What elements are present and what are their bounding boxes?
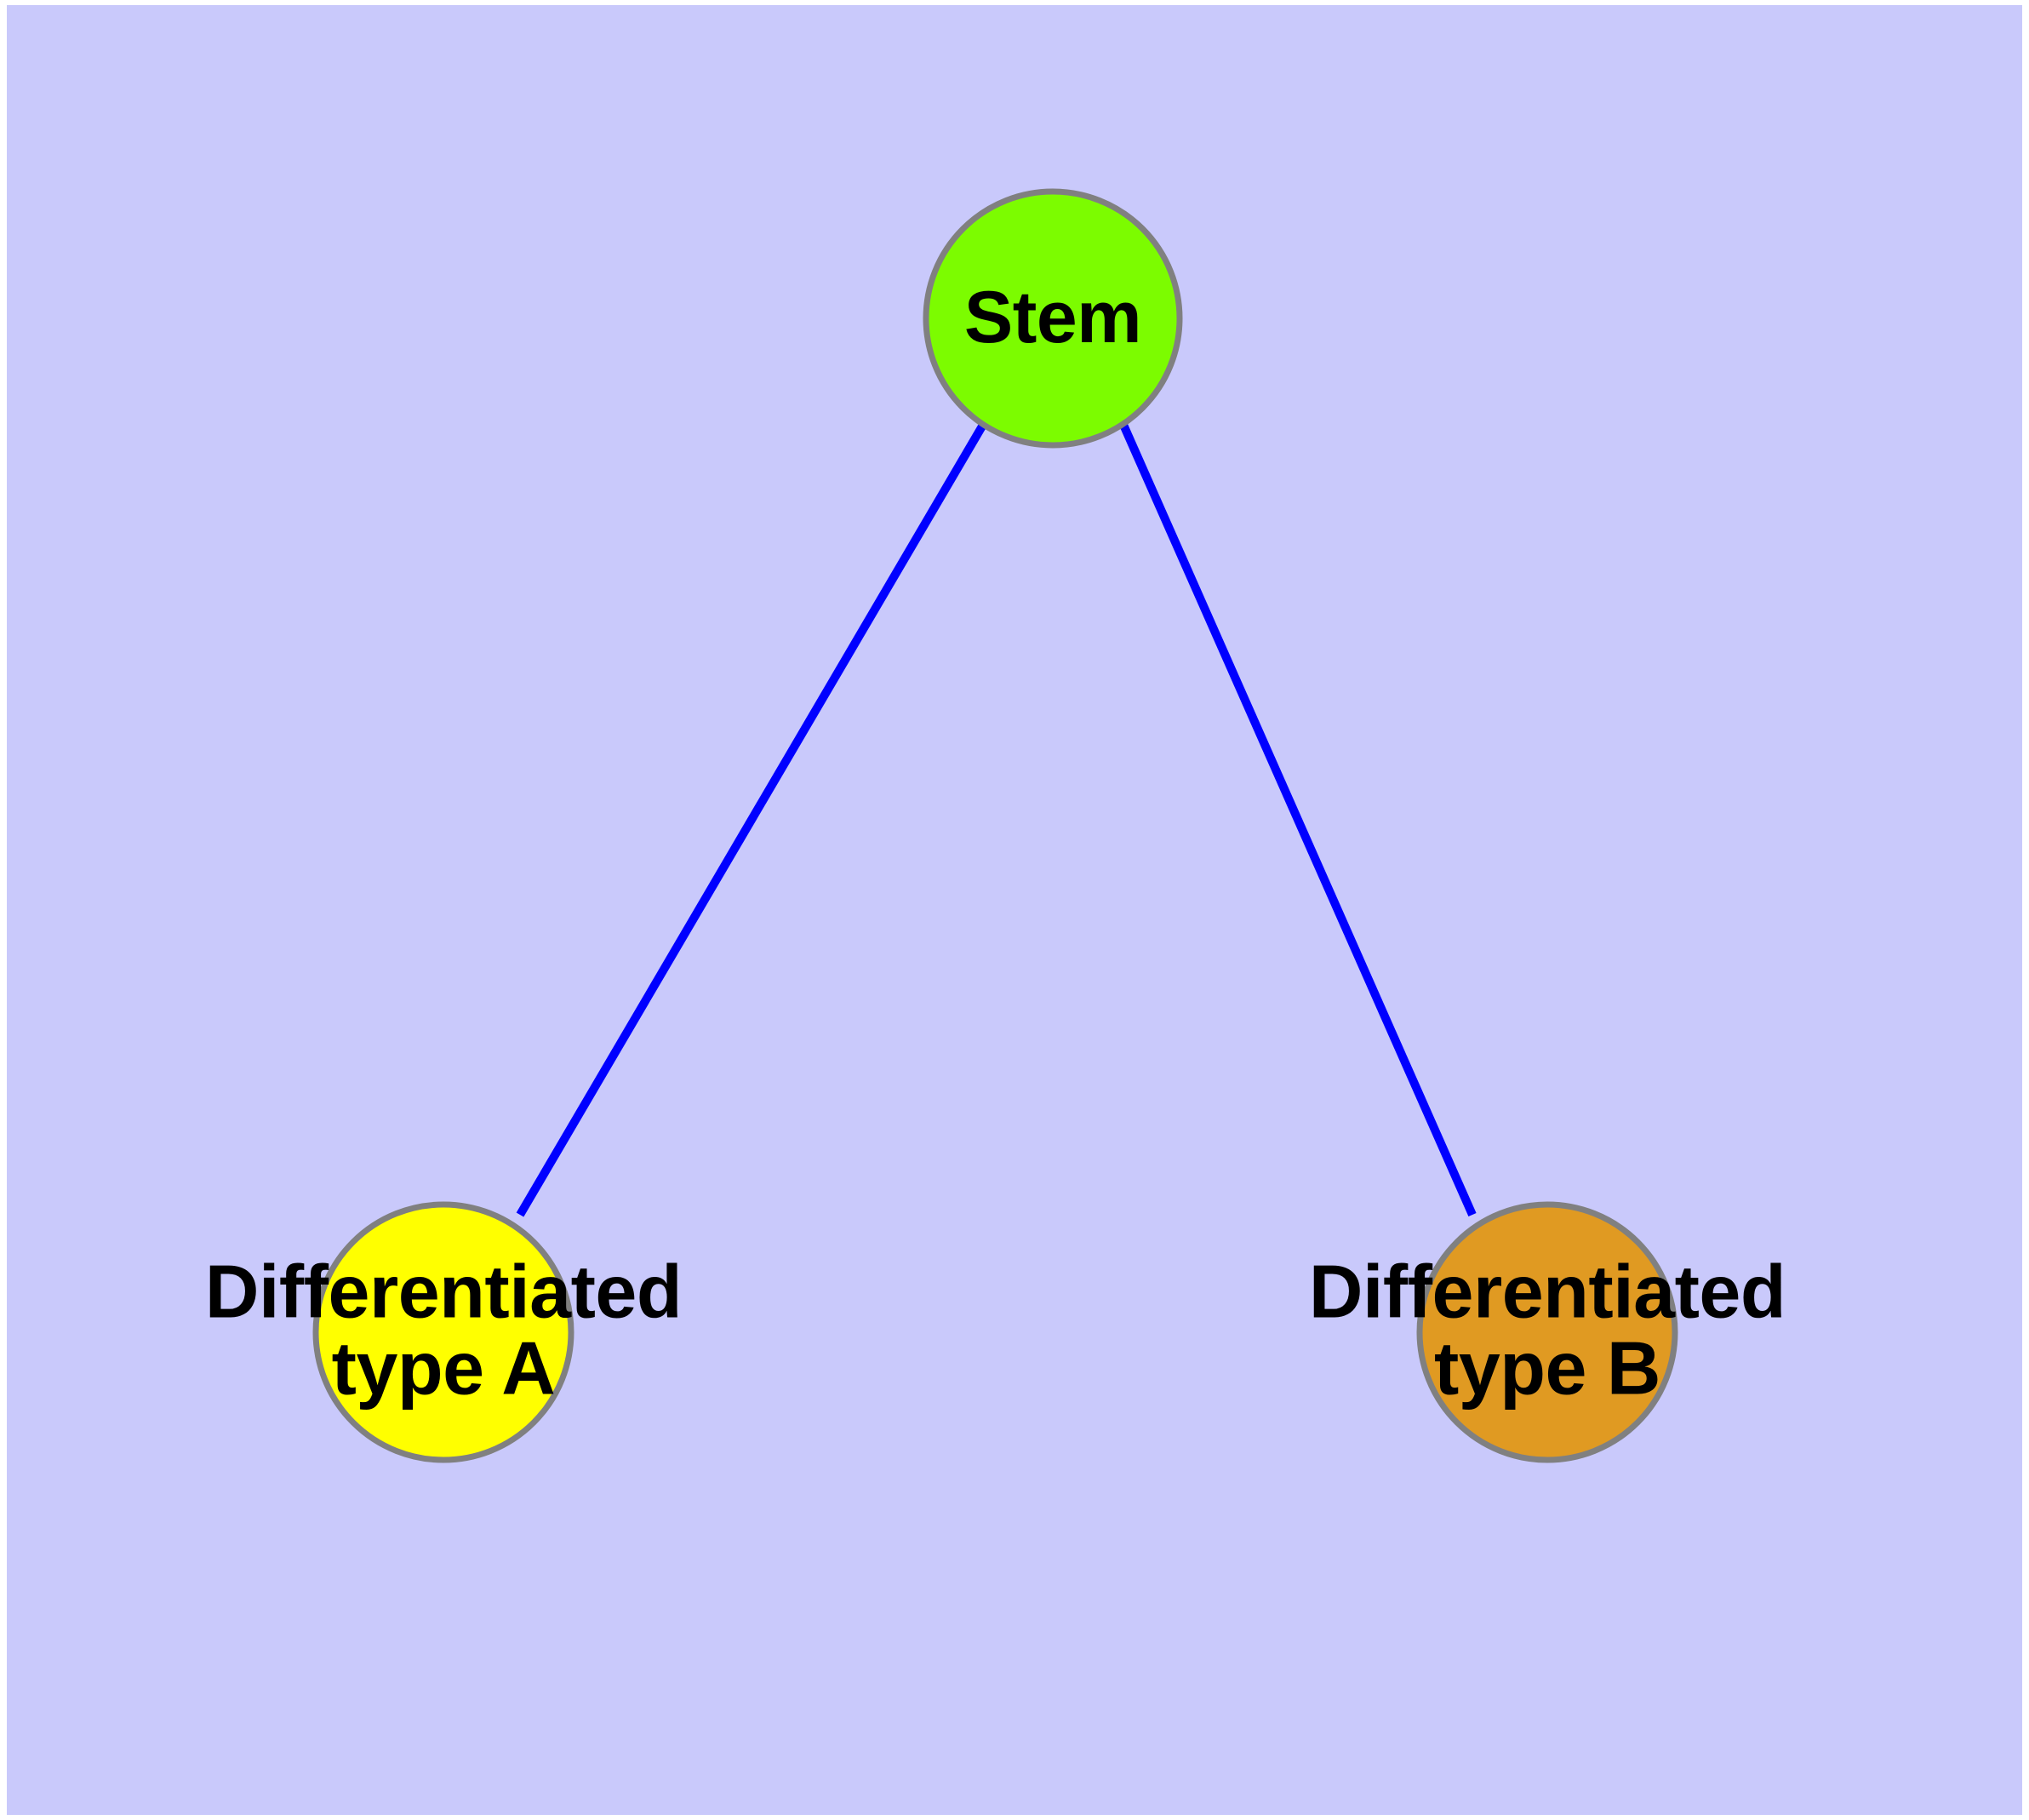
node-differentiated-type-a[interactable] [312,1201,574,1463]
node-differentiated-type-b[interactable] [1416,1201,1678,1463]
edge-stem-to-differentiated-type-b[interactable] [1119,422,1477,1217]
node-stem[interactable] [923,188,1183,449]
node-layer [312,188,1678,1463]
edge-layer [516,422,1477,1217]
edge-stem-to-differentiated-type-a[interactable] [516,422,987,1217]
